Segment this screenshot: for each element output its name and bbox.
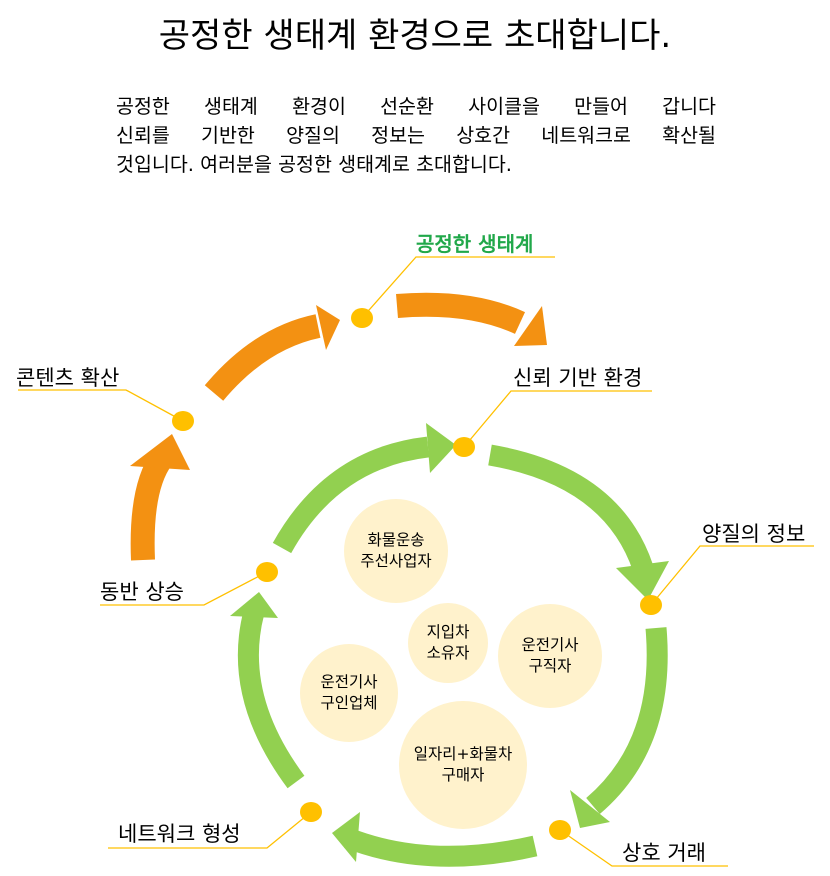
outer-arrowheads [130, 305, 547, 470]
bubble-owner-text: 지입차 소유자 [426, 623, 470, 662]
node-trust [453, 437, 475, 457]
label-network-forming: 네트워크 형성 [118, 822, 241, 846]
arrowhead-trade [570, 790, 610, 828]
node-growth [256, 562, 278, 582]
leader-quality [650, 545, 814, 606]
arrow-growth-to-content [130, 450, 173, 561]
inner-cycle-arrows [237, 436, 668, 867]
arrow-network-to-growth [237, 609, 305, 789]
arrow-fair-to-trust [396, 292, 526, 334]
label-mutual-trade: 상호 거래 [622, 841, 706, 865]
leader-fair [361, 256, 555, 319]
node-quality [640, 595, 662, 615]
leader-lines [18, 256, 814, 867]
arrowhead-trust-outer [514, 306, 547, 346]
bubble-owner: 지입차 소유자 [408, 603, 488, 683]
leader-content [18, 389, 184, 422]
label-mutual-growth: 동반 상승 [100, 580, 184, 604]
node-network [300, 802, 322, 822]
arrowhead-network [332, 812, 360, 862]
bubble-job-seeker-text: 운전기사 구직자 [521, 636, 579, 675]
intro-paragraph: 공정한 생태계 환경이 선순환 사이클을 만들어 갑니다 신뢰를 기반한 양질의… [116, 92, 716, 179]
leader-trade [559, 829, 728, 867]
bubble-job-seeker: 운전기사 구직자 [498, 604, 602, 708]
bubble-freight-broker-text: 화물운송 주선사업자 [360, 531, 432, 570]
cycle-nodes [172, 308, 662, 840]
arrow-trade-to-network [344, 828, 538, 867]
label-content-spread: 콘텐츠 확산 [16, 366, 120, 390]
node-trade [549, 820, 571, 840]
leader-network [108, 811, 312, 849]
node-fair [351, 308, 373, 328]
arrow-trust-to-quality [488, 444, 653, 572]
bubble-freight-broker: 화물운송 주선사업자 [344, 499, 448, 603]
bubble-buyer: 일자리+화물차 구매자 [399, 701, 527, 829]
intro-line-1: 공정한 생태계 환경이 선순환 사이클을 만들어 갑니다 [116, 95, 716, 118]
arrow-quality-to-trade [586, 627, 668, 814]
inner-arrowheads [230, 423, 669, 862]
intro-line-3: 것입니다. 여러분을 공정한 생태계로 초대합니다. [116, 153, 512, 176]
label-fair-ecosystem: 공정한 생태계 [416, 232, 534, 256]
leader-trust [463, 390, 652, 448]
arrowhead-quality [616, 561, 669, 600]
node-content [172, 411, 194, 431]
bubble-employer-text: 운전기사 구인업체 [320, 673, 378, 712]
intro-line-2: 신뢰를 기반한 양질의 정보는 상호간 네트워크로 확산될 [116, 124, 716, 147]
arrow-content-to-fair [204, 314, 321, 401]
arrowhead-trust [426, 423, 456, 473]
arrow-growth-to-trust [272, 436, 430, 554]
bubble-buyer-text: 일자리+화물차 구매자 [413, 745, 513, 784]
page-title: 공정한 생태계 환경으로 초대합니다. [158, 16, 672, 56]
arrowhead-growth [230, 592, 278, 618]
arrowhead-content [130, 434, 190, 470]
leader-growth [100, 571, 268, 606]
bubble-employer: 운전기사 구인업체 [300, 644, 398, 742]
label-quality-info: 양질의 정보 [702, 522, 806, 546]
label-trust-environment: 신뢰 기반 환경 [513, 366, 643, 390]
arrowhead-fair [316, 305, 340, 350]
outer-cycle-arrows [130, 292, 526, 561]
